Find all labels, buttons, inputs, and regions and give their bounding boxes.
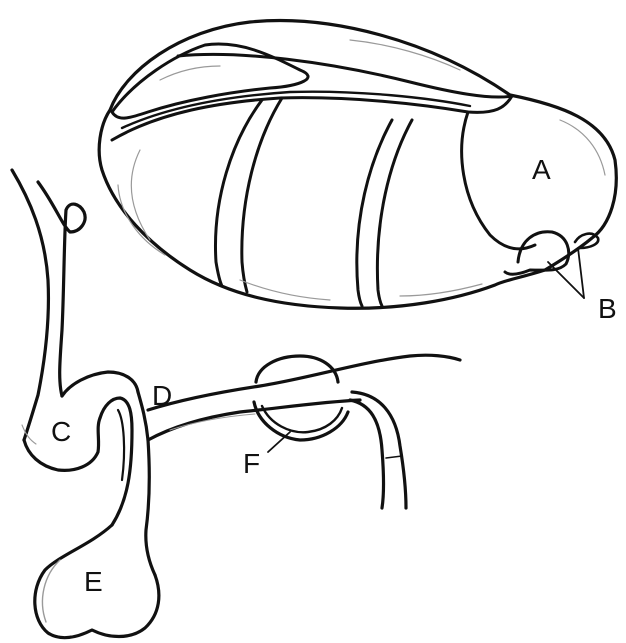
e-duct-inner-line bbox=[118, 410, 124, 480]
label-e: E bbox=[84, 568, 103, 596]
duct-system bbox=[12, 170, 460, 638]
body-f-inner bbox=[262, 406, 342, 432]
left-duct-outer bbox=[12, 170, 48, 440]
label-f: F bbox=[243, 450, 260, 478]
e-duct-right bbox=[138, 392, 155, 575]
bulge-c-inner bbox=[62, 372, 138, 396]
e-duct-left bbox=[100, 398, 132, 525]
pointer-b-2 bbox=[578, 248, 584, 298]
bulb-b bbox=[505, 232, 569, 274]
body-f bbox=[254, 356, 348, 440]
right-branch-inner bbox=[352, 392, 406, 508]
right-branch-mark bbox=[386, 456, 402, 458]
segment-line-4 bbox=[377, 120, 412, 306]
label-c: C bbox=[51, 418, 71, 446]
segment-line-3 bbox=[357, 120, 392, 306]
segment-line-2 bbox=[242, 98, 282, 292]
segment-line-1 bbox=[215, 100, 262, 286]
pointer-b-1 bbox=[548, 262, 584, 298]
right-branch-outer bbox=[350, 400, 384, 508]
left-duct-inner bbox=[38, 182, 85, 396]
end-cap-a-outline bbox=[462, 112, 535, 249]
label-b: B bbox=[598, 295, 617, 323]
label-d: D bbox=[152, 382, 172, 410]
dorsal-band-upper bbox=[178, 54, 512, 97]
label-a: A bbox=[532, 156, 551, 184]
main-duct-upper bbox=[148, 355, 460, 410]
